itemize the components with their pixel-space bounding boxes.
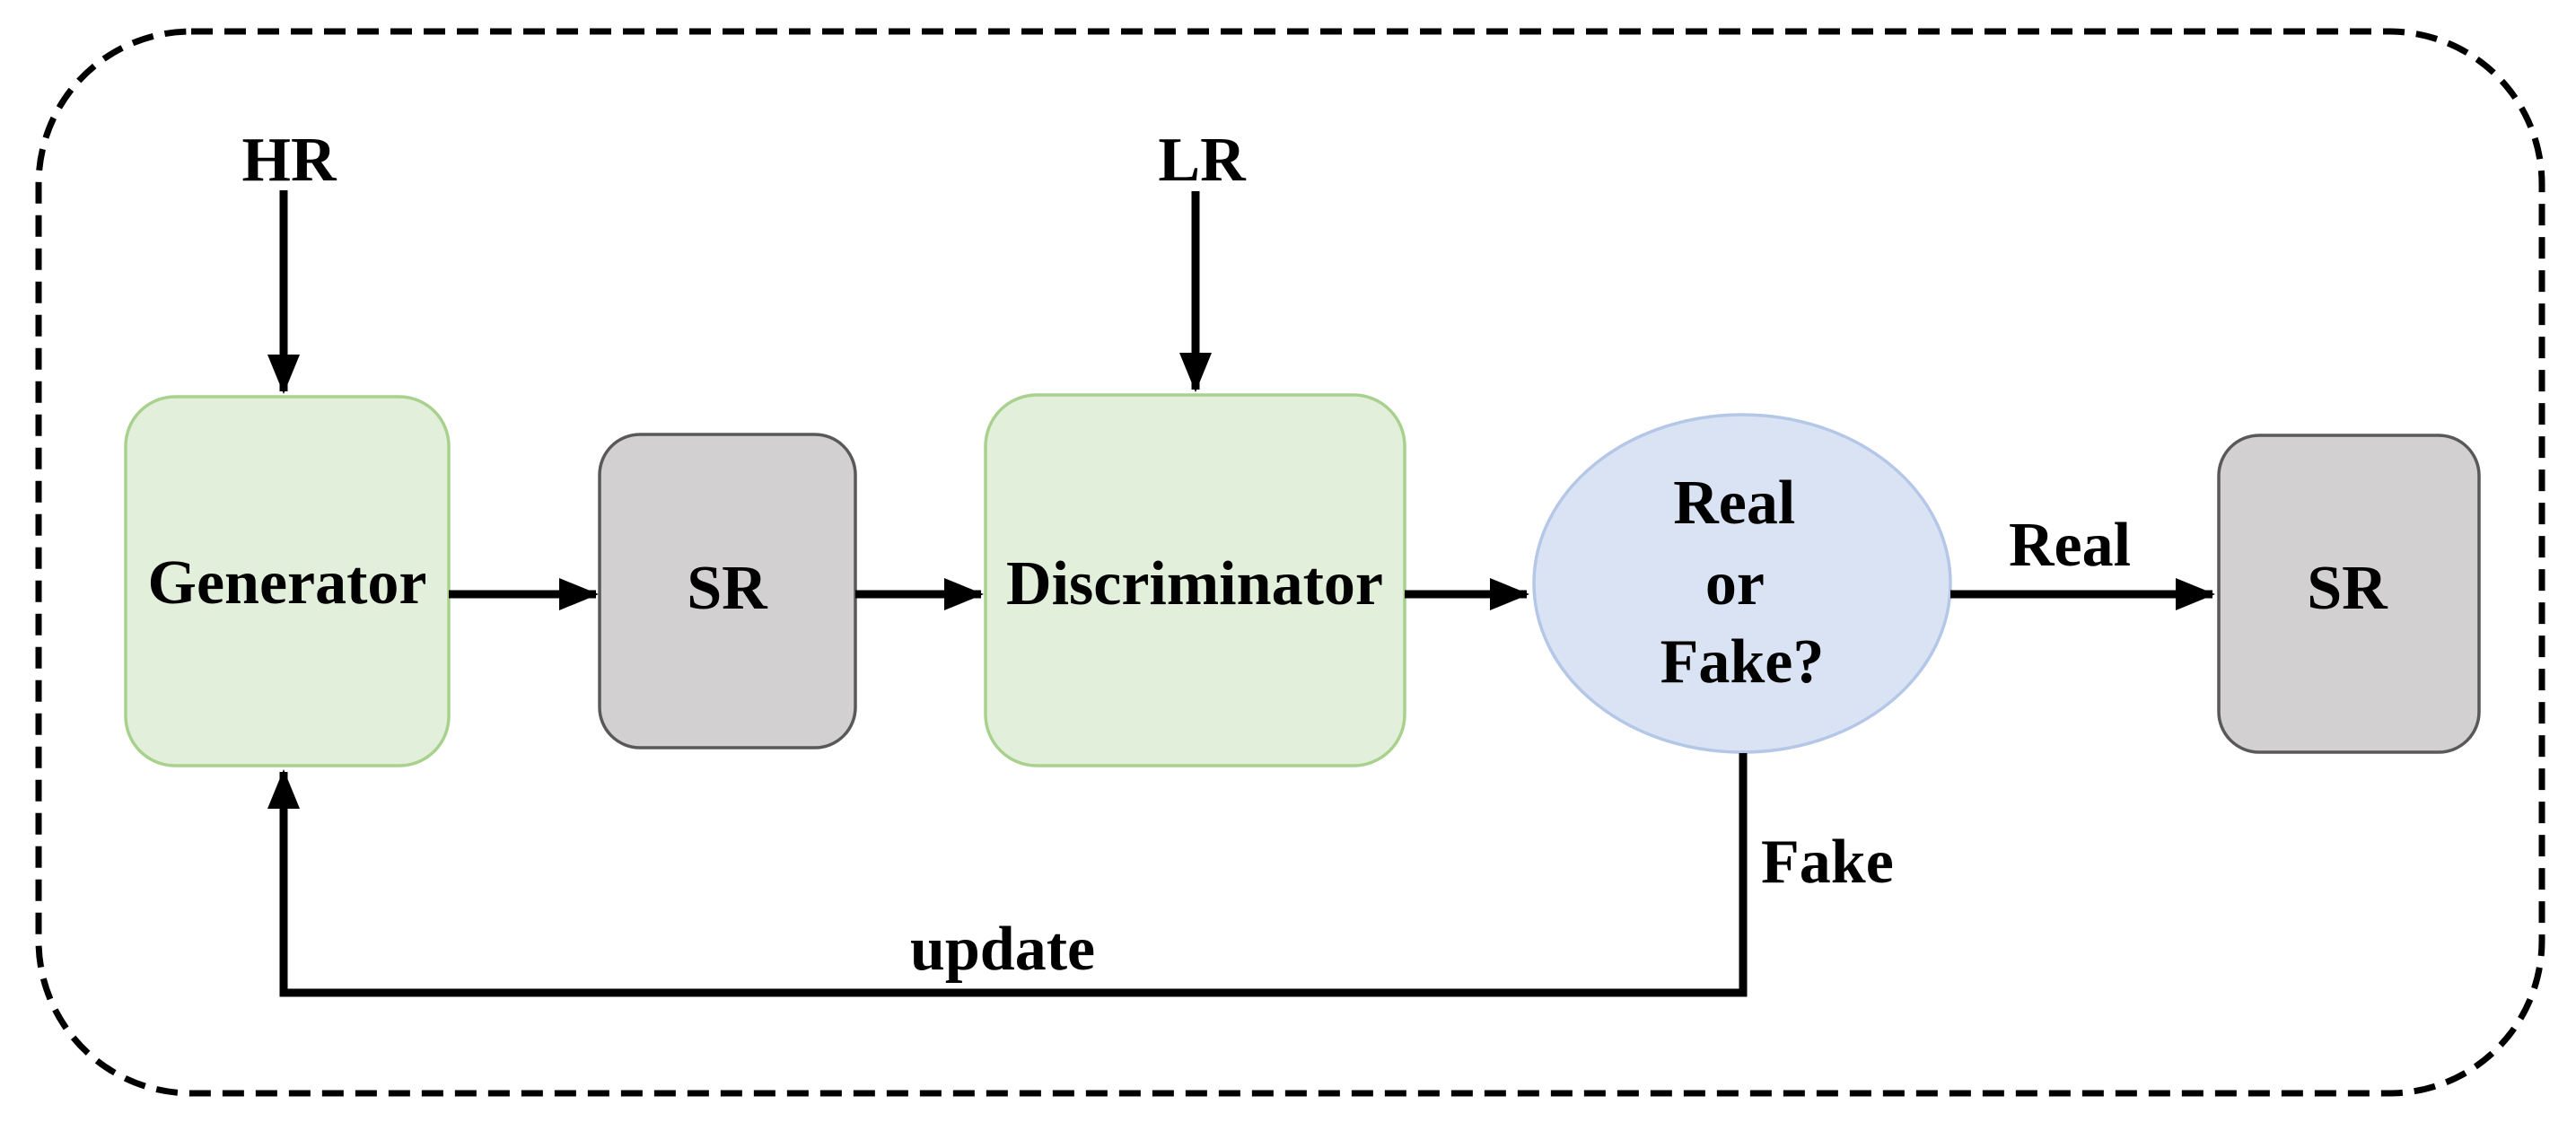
decision-ellipse: [1532, 413, 1952, 754]
decision-label-line-1: Real: [1673, 469, 1795, 538]
discriminator-box: [984, 393, 1406, 767]
generator-label: Generator: [148, 548, 427, 618]
dashed-boundary: [35, 28, 2545, 1097]
lr-input-label: LR: [1158, 126, 1247, 195]
update-label: update: [910, 915, 1095, 984]
decision-label-line-3: Fake?: [1660, 627, 1825, 697]
fake-update-feedback-arrow: [267, 753, 1748, 997]
discriminator-label: Discriminator: [1006, 549, 1383, 618]
generator-box: [124, 395, 451, 767]
real-branch-label: Real: [2009, 511, 2131, 580]
hr-input-label: HR: [242, 126, 337, 195]
sr-final-label: SR: [2307, 554, 2388, 623]
sr-output-label: SR: [687, 554, 768, 623]
decision-label-line-2: or: [1705, 549, 1764, 618]
fake-branch-label: Fake: [1761, 828, 1894, 897]
decision-label: Real or Fake?: [1660, 469, 1825, 697]
sr-final-box: [2217, 434, 2481, 754]
